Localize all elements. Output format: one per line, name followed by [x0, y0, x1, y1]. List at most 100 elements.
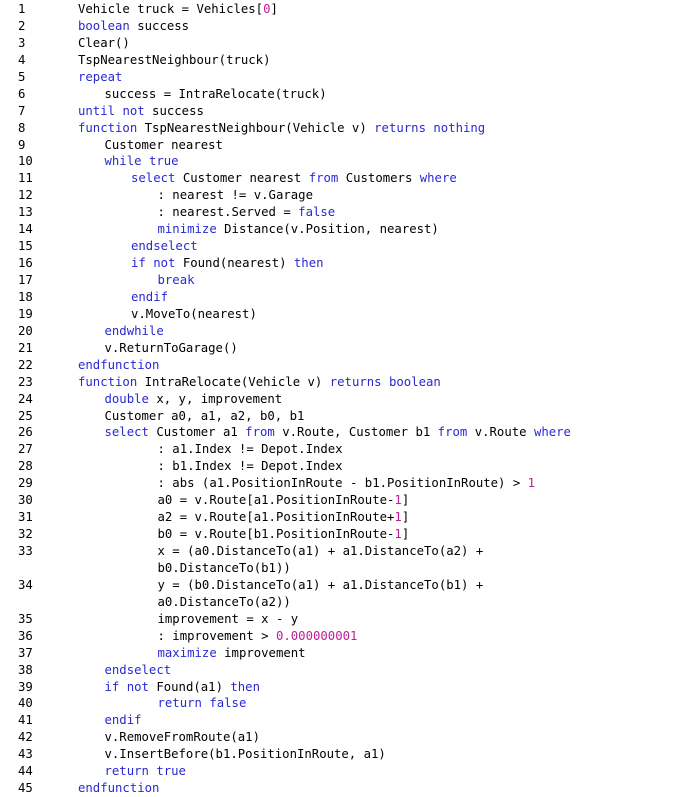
code-line: 14 minimize Distance(v.Position, nearest)	[0, 221, 673, 238]
code-line: 26 select Customer a1 from v.Route, Custo…	[0, 424, 673, 441]
code-token: ]	[401, 510, 410, 525]
line-code: : a1.Index != Depot.Index	[158, 441, 343, 458]
line-number: 1	[18, 2, 26, 16]
code-token: success = IntraRelocate(truck)	[104, 86, 327, 101]
line-code: a2 = v.Route[a1.PositionInRoute+1]	[158, 509, 410, 526]
keyword-token: not	[153, 256, 176, 271]
line-number: 21	[18, 340, 33, 355]
line-code: function IntraRelocate(Vehicle v) return…	[78, 374, 441, 391]
keyword-token: maximize	[157, 645, 217, 660]
line-number: 32	[18, 527, 33, 542]
line-code: a0 = v.Route[a1.PositionInRoute-1]	[158, 492, 410, 509]
line-code: x = (a0.DistanceTo(a1) + a1.DistanceTo(a…	[158, 543, 484, 577]
line-code: break	[158, 272, 195, 289]
keyword-token: return	[157, 696, 202, 711]
keyword-token: endif	[104, 713, 142, 728]
keyword-token: then	[230, 679, 260, 694]
keyword-token: break	[157, 273, 195, 287]
line-code: : improvement > 0.000000001	[158, 628, 358, 645]
code-token: Distance(v.Position, nearest)	[216, 222, 439, 237]
line-number: 45	[18, 781, 33, 796]
line-number: 31	[18, 510, 33, 525]
line-number: 43	[18, 747, 33, 762]
keyword-token: function	[78, 374, 138, 389]
line-number: 24	[18, 391, 33, 406]
line-code: select Customer a1 from v.Route, Custome…	[105, 424, 571, 441]
line-number: 34	[18, 577, 33, 592]
code-line: 45 endfunction	[0, 780, 673, 797]
line-number: 37	[18, 645, 33, 660]
line-code: b0 = v.Route[b1.PositionInRoute-1]	[158, 526, 410, 543]
code-token: Customer nearest	[104, 137, 223, 152]
line-number: 29	[18, 476, 33, 491]
keyword-token: returns	[329, 374, 382, 389]
code-line: 16 if not Found(nearest) then	[0, 255, 673, 272]
line-code: Clear()	[78, 35, 130, 52]
line-number: 18	[18, 289, 33, 304]
keyword-token: endselect	[104, 662, 172, 677]
code-line: 27: a1.Index != Depot.Index	[0, 441, 673, 458]
number-token: 1	[394, 527, 402, 542]
code-token: Found(nearest)	[175, 256, 294, 271]
keyword-token: false	[209, 696, 247, 711]
line-code: select Customer nearest from Customers w…	[131, 170, 457, 187]
code-token: v.MoveTo(nearest)	[131, 306, 257, 321]
keyword-token: endfunction	[78, 781, 160, 796]
keyword-token: endselect	[131, 239, 198, 254]
code-token: v.RemoveFromRoute(a1)	[104, 730, 260, 745]
code-token: v.Route	[467, 425, 534, 440]
keyword-token: nothing	[433, 120, 486, 135]
line-number: 14	[18, 222, 33, 237]
code-line: 29: abs (a1.PositionInRoute - b1.Positio…	[0, 475, 673, 492]
line-code: endselect	[105, 662, 172, 679]
keyword-token: from	[245, 425, 275, 440]
line-code: endif	[105, 712, 142, 729]
keyword-token: returns	[374, 120, 426, 135]
code-token: success	[129, 18, 190, 33]
code-token: Clear()	[78, 35, 130, 50]
keyword-token: endif	[131, 289, 169, 304]
code-token: Customer a0, a1, a2, b0, b1	[104, 408, 305, 423]
code-line: 1 Vehicle truck = Vehicles[0]	[0, 1, 673, 18]
line-code: TspNearestNeighbour(truck)	[78, 52, 271, 69]
code-token	[142, 154, 149, 168]
line-number: 26	[18, 425, 33, 440]
line-code: Vehicle truck = Vehicles[0]	[78, 1, 278, 18]
code-token: v.ReturnToGarage()	[104, 340, 238, 355]
line-code: if not Found(nearest) then	[131, 255, 324, 272]
code-token: Vehicle truck = Vehicles[	[78, 2, 264, 16]
keyword-token: if	[104, 679, 120, 694]
line-number: 16	[18, 256, 33, 271]
number-token: 1	[394, 493, 402, 508]
number-token: 0	[263, 2, 271, 16]
number-token: 1	[394, 510, 402, 525]
code-line: 28: b1.Index != Depot.Index	[0, 458, 673, 475]
code-token: Found(a1)	[148, 679, 231, 694]
keyword-token: minimize	[157, 222, 217, 237]
line-code: Customer nearest	[105, 137, 223, 154]
line-code: improvement = x - y	[158, 611, 299, 628]
line-code: v.RemoveFromRoute(a1)	[105, 729, 260, 746]
code-token: v.Route, Customer b1	[274, 425, 438, 440]
line-number: 19	[18, 306, 33, 321]
code-token: : improvement >	[157, 628, 276, 643]
keyword-token: not	[126, 679, 149, 694]
code-token: TspNearestNeighbour(Vehicle v)	[137, 120, 375, 135]
line-number: 44	[18, 764, 33, 779]
code-token: a2 = v.Route[a1.PositionInRoute+	[157, 510, 395, 525]
